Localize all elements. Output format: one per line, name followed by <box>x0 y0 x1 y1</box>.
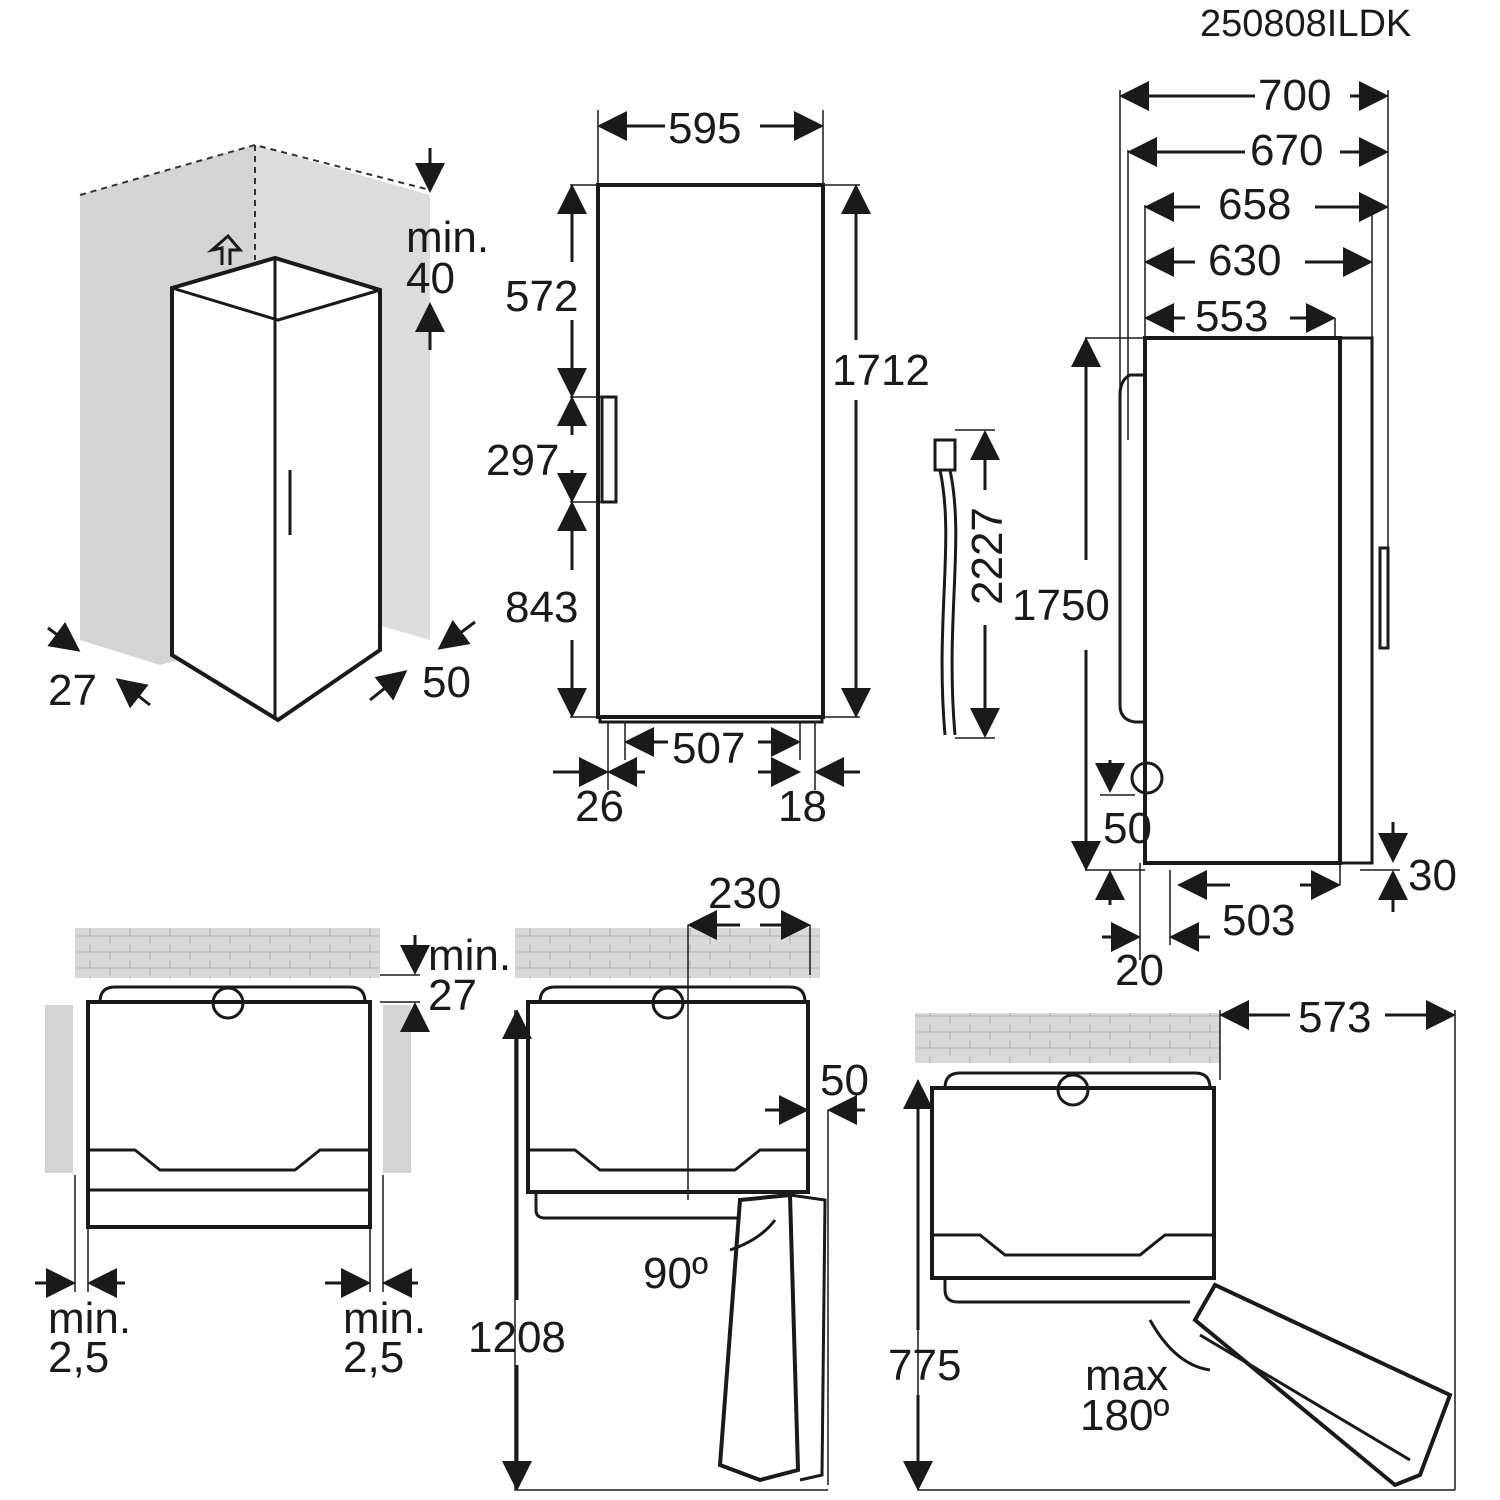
min-label: min. <box>406 213 489 262</box>
left-min-label: min. <box>48 1294 131 1343</box>
angle-label: 90º <box>643 1249 708 1298</box>
depth-label: 775 <box>888 1341 961 1390</box>
power-plug-icon <box>1056 1073 1090 1107</box>
d553-label: 553 <box>1195 292 1268 341</box>
d573-label: 573 <box>1298 993 1371 1042</box>
d670-label: 670 <box>1250 126 1323 175</box>
max-label: max <box>1085 1351 1168 1400</box>
feet-label: 503 <box>1222 896 1295 945</box>
feet-label: 507 <box>672 724 745 773</box>
power-cable: 2227 <box>933 429 1012 739</box>
lower-label: 843 <box>505 583 578 632</box>
foot-height-label: 30 <box>1408 851 1457 900</box>
d230-label: 230 <box>708 869 781 918</box>
top-view-middle: 230 50 90º 1208 <box>468 869 869 1491</box>
right-min-label: min. <box>343 1294 426 1343</box>
angle-label: 180º <box>1080 1391 1169 1440</box>
width-label: 595 <box>668 104 741 153</box>
handle-label: 297 <box>486 436 559 485</box>
power-plug-icon <box>211 986 245 1020</box>
plug-icon <box>933 438 957 472</box>
side-right-label: 50 <box>422 658 471 707</box>
installation-3d-view: min. 40 27 50 <box>47 143 489 723</box>
side-left-label: 27 <box>48 666 97 715</box>
d658-label: 658 <box>1218 180 1291 229</box>
top-gap-label: 40 <box>406 254 455 303</box>
depth-label: 1208 <box>468 1313 566 1362</box>
power-plug-icon <box>651 986 685 1020</box>
d50-label: 50 <box>820 1056 869 1105</box>
left-foot-label: 26 <box>575 782 624 831</box>
foot-offset-label: 20 <box>1115 946 1164 995</box>
min-label: min. <box>428 931 511 980</box>
back-gap-label: 27 <box>428 971 477 1020</box>
left-gap-label: 2,5 <box>48 1333 109 1382</box>
d700-label: 700 <box>1258 71 1331 120</box>
d630-label: 630 <box>1208 236 1281 285</box>
up-arrow-icon <box>206 233 244 265</box>
top-view-right: 573 775 max 180º <box>888 993 1456 1491</box>
right-gap-label: 2,5 <box>343 1333 404 1382</box>
height-label: 1750 <box>1012 581 1110 630</box>
front-view: 595 572 297 843 1712 507 26 18 <box>486 104 930 831</box>
model-code: 250808ILDK <box>1200 3 1411 45</box>
side-view: 700 670 658 630 553 1750 50 30 503 20 <box>1012 71 1457 995</box>
power-plug-icon <box>1130 761 1164 795</box>
upper-label: 572 <box>505 272 578 321</box>
cable-length-label: 2227 <box>963 507 1012 605</box>
top-view-left: min. 27 min. 2,5 min. 2,5 <box>35 928 511 1382</box>
plug-label: 50 <box>1103 804 1152 853</box>
right-foot-label: 18 <box>778 782 827 831</box>
height-label: 1712 <box>832 346 930 395</box>
